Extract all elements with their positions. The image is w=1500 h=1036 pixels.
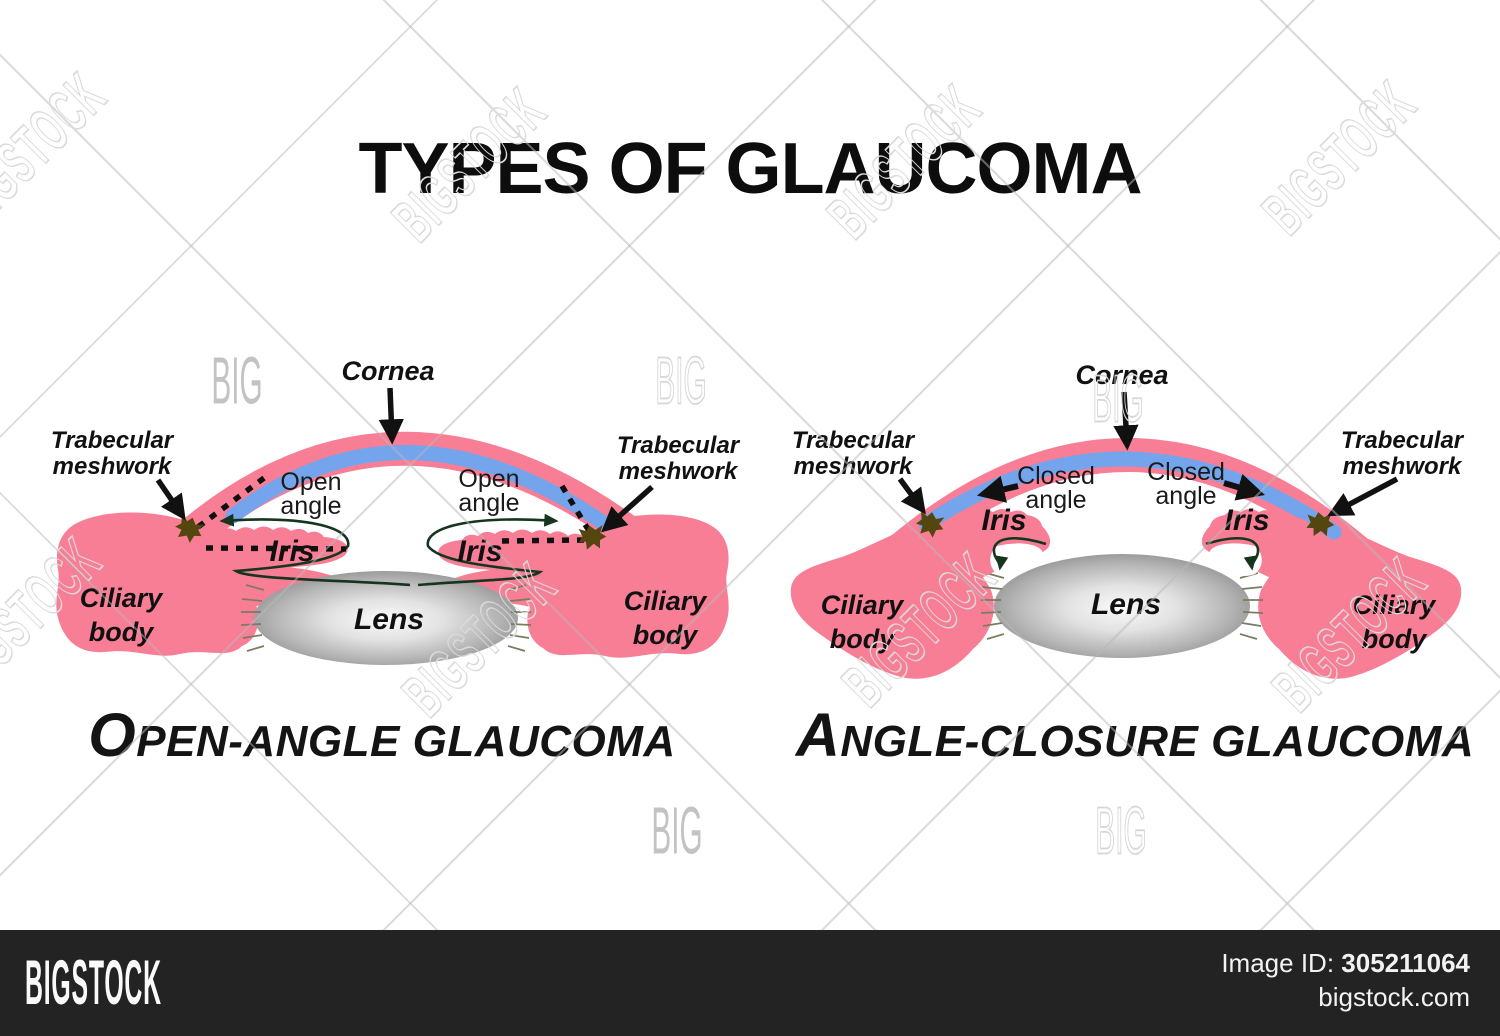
closed-angle-label-line2: angle bbox=[1025, 486, 1086, 514]
trabecular-label-line1: Trabecular bbox=[51, 427, 175, 454]
cornea-label: Cornea bbox=[1075, 360, 1168, 390]
site-url: bigstock.com bbox=[1318, 982, 1470, 1012]
trabecular-label-line2: meshwork bbox=[619, 458, 739, 485]
cornea-pointer-arrow bbox=[1113, 391, 1139, 451]
image-id-line: Image ID: 305211064 bbox=[1221, 946, 1470, 980]
caption-initial: O bbox=[88, 701, 137, 769]
trabecular-label-line1: Trabecular bbox=[792, 427, 916, 454]
open-angle-label-line2: angle bbox=[280, 492, 341, 520]
ciliary-label-line1: Ciliary bbox=[624, 586, 709, 616]
lens-label: Lens bbox=[1091, 588, 1161, 621]
iris-label: Iris bbox=[1224, 504, 1269, 537]
open-angle-caption: OPEN-ANGLE GLAUCOMA bbox=[88, 704, 675, 773]
trabecular-label-line2: meshwork bbox=[794, 453, 914, 480]
caption-initial: A bbox=[795, 701, 841, 769]
trabecular-pointer-arrow bbox=[155, 478, 186, 521]
angle-closure-diagram: Cornea Trabecular meshwork Trabecular me… bbox=[790, 360, 1465, 679]
ciliary-label-line2: body bbox=[1362, 624, 1428, 654]
cornea-label: Cornea bbox=[341, 356, 434, 386]
ciliary-label-line2: body bbox=[633, 620, 699, 650]
trabecular-label-line2: meshwork bbox=[53, 453, 173, 480]
angle-closure-caption: ANGLE-CLOSURE GLAUCOMA bbox=[796, 704, 1474, 773]
closed-angle-label-line2: angle bbox=[1155, 482, 1216, 510]
trabecular-label-line2: meshwork bbox=[1343, 453, 1463, 480]
trabecular-pointer-arrow bbox=[897, 477, 926, 515]
ciliary-label-line1: Ciliary bbox=[1353, 590, 1438, 620]
open-angle-label-line2: angle bbox=[458, 489, 519, 517]
image-id-label: Image ID: bbox=[1221, 948, 1335, 978]
ciliary-label-line1: Ciliary bbox=[821, 590, 906, 620]
trabecular-label-line1: Trabecular bbox=[617, 432, 741, 459]
image-meta: Image ID: 305211064 bigstock.com bbox=[1221, 946, 1470, 1014]
image-id-value: 305211064 bbox=[1341, 948, 1470, 978]
bigstock-logo-text: BIGSTOCK bbox=[25, 947, 162, 1019]
footer-bar: BIGSTOCK Image ID: 305211064 bigstock.co… bbox=[0, 930, 1500, 1036]
ciliary-label-line2: body bbox=[830, 624, 896, 654]
bigstock-logo: BIGSTOCK bbox=[25, 948, 367, 1019]
iris-label: Iris bbox=[457, 535, 502, 568]
caption-rest: NGLE-CLOSURE GLAUCOMA bbox=[840, 717, 1475, 766]
ciliary-label-line1: Ciliary bbox=[80, 583, 165, 613]
ciliary-label-line2: body bbox=[89, 617, 155, 647]
open-angle-diagram: Cornea Trabecular meshwork Trabecular me… bbox=[51, 356, 741, 665]
lens-label: Lens bbox=[354, 603, 424, 636]
caption-rest: PEN-ANGLE GLAUCOMA bbox=[136, 717, 676, 766]
iris-label: Iris bbox=[981, 504, 1026, 537]
iris-label: Iris bbox=[269, 535, 314, 568]
cornea-pointer-arrow bbox=[378, 387, 404, 445]
trabecular-pointer-arrow bbox=[1327, 476, 1399, 517]
trabecular-label-line1: Trabecular bbox=[1341, 427, 1465, 454]
